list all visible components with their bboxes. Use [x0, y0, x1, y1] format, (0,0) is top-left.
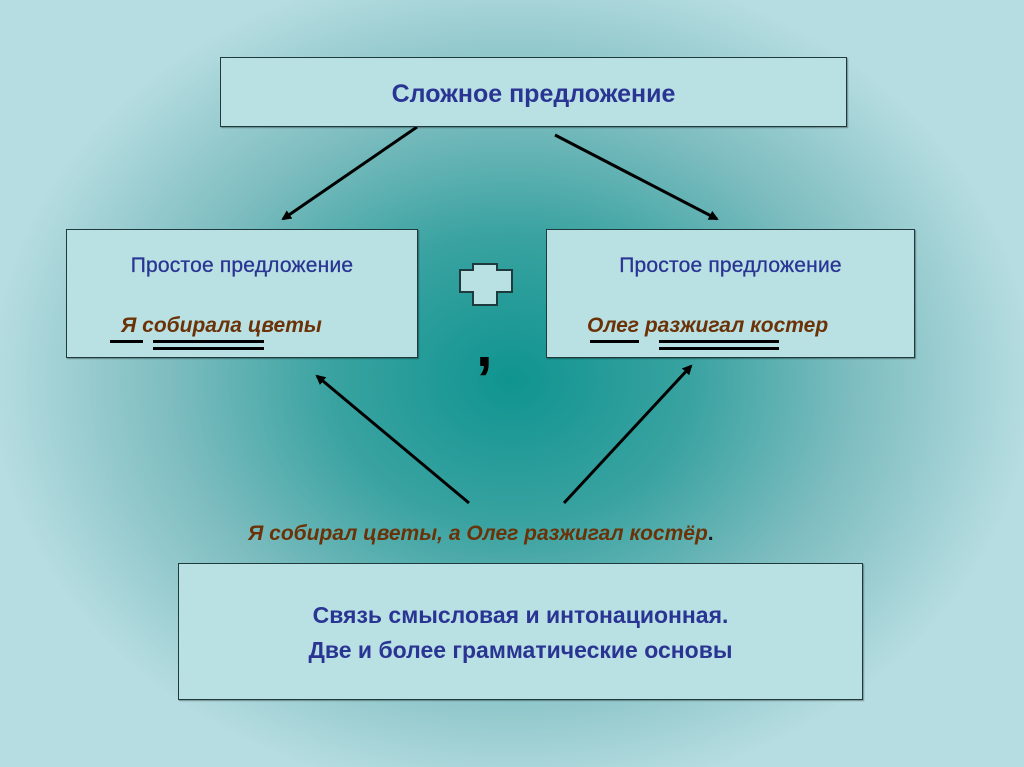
summary-line-1: Связь смысловая и интонационная.	[312, 602, 729, 628]
predicate-underline-right-1	[659, 340, 779, 343]
plus-icon	[459, 263, 513, 306]
subject-underline-left	[110, 340, 143, 343]
sentence-right: Олег разжигал костер	[587, 314, 829, 337]
arrow-example-to-right	[562, 364, 693, 505]
simple-sentence-box-right: Простое предложение Олег разжигал костер	[546, 229, 915, 358]
example-sentence-period: .	[707, 522, 714, 545]
predicate-underline-right-2	[659, 347, 779, 350]
predicate-underline-left-2	[153, 347, 264, 350]
simple-sentence-title-right: Простое предложение	[619, 254, 842, 277]
summary-line-2: Две и более грамматические основы	[308, 637, 733, 663]
example-sentence: Я собирал цветы, а Олег разжигал костёр.	[248, 522, 714, 546]
simple-sentence-title-left: Простое предложение	[130, 254, 354, 277]
predicate-underline-left-1	[153, 340, 264, 343]
complex-sentence-box: Сложное предложение	[220, 57, 847, 127]
example-sentence-text: Я собирал цветы, а Олег разжигал костёр	[248, 522, 708, 545]
complex-sentence-label: Сложное предложение	[391, 80, 676, 108]
arrow-top-to-right	[554, 133, 719, 221]
summary-box: Связь смысловая и интонационная. Две и б…	[178, 563, 863, 700]
simple-sentence-box-left: Простое предложение Я собирала цветы	[66, 229, 418, 358]
comma-symbol: ,	[476, 312, 493, 379]
sentence-left: Я собирала цветы	[121, 314, 322, 337]
arrow-top-to-left	[281, 125, 418, 221]
subject-underline-right	[590, 340, 639, 343]
arrow-example-to-left	[315, 374, 470, 505]
